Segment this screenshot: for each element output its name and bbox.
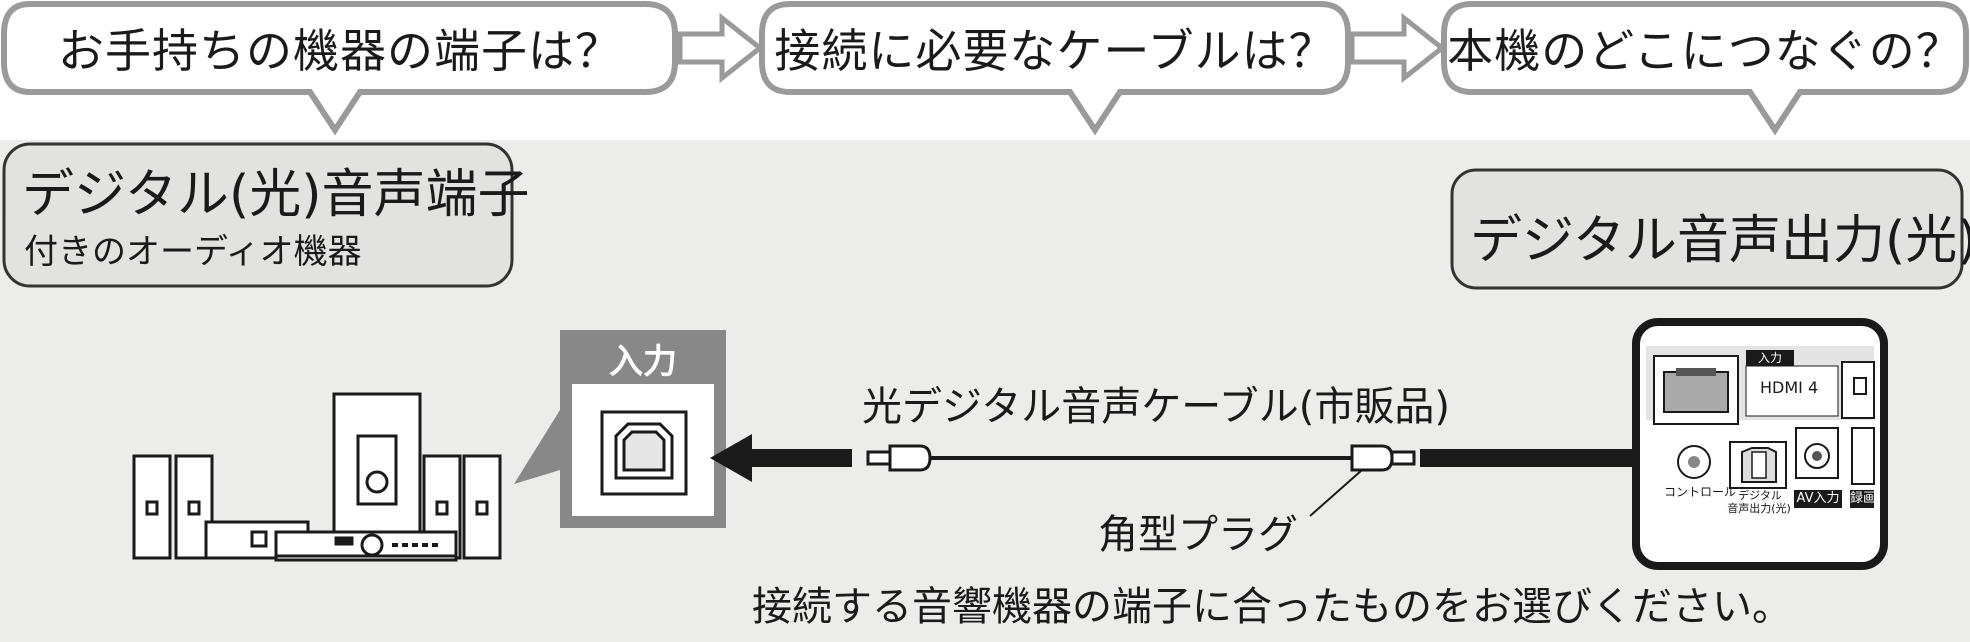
step-label-1: お手持ちの機器の端子は？ [58,24,622,78]
step-arrow-2 [1349,12,1447,84]
rear-control-label: コントロール [1664,485,1737,499]
input-panel-label: 入力 [609,342,677,382]
plug-label: 角型プラグ [1098,512,1298,558]
cable-label: 光デジタル音声ケーブル(市販品) [862,384,1451,430]
device-box [2,142,514,288]
output-box [1450,168,1964,290]
step-bubble-2 [759,1,1351,136]
step-arrow-1 [677,12,765,84]
step-bubble-3 [1441,1,1969,136]
rear-tag-input: 入力 [1757,351,1782,365]
rear-panel-icon [1632,318,1888,570]
rear-digital-out-label-2: 音声出力(光) [1727,502,1791,515]
optical-cable-icon [866,444,1416,472]
rear-digital-out-label-1: デジタル [1738,489,1782,502]
input-callout-pointer [514,410,560,484]
rear-av-input-label: AV入力 [1796,491,1840,506]
plug-pointer-line [1309,469,1363,517]
audio-system-icon [132,392,502,562]
arrow-to-rear-panel [1420,434,1730,482]
arrow-to-device [710,434,852,482]
step-label-3: 本機のどこにつなぐの？ [1447,24,1963,78]
step-bubble-1 [1,1,678,136]
footer-note: 接続する音響機器の端子に合ったものをお選びください。 [752,584,1792,630]
rear-hdmi-label: HDMI 4 [1760,378,1819,397]
device-box-title: デジタル(光)音声端子 [22,165,530,225]
optical-jack-icon [600,410,688,496]
rear-rec-label: 録画 [1850,491,1874,506]
step-label-2: 接続に必要なケーブルは？ [774,24,1336,78]
output-box-title: デジタル音声出力(光) [1470,211,1970,271]
device-box-subtitle: 付きのオーディオ機器 [24,232,362,272]
